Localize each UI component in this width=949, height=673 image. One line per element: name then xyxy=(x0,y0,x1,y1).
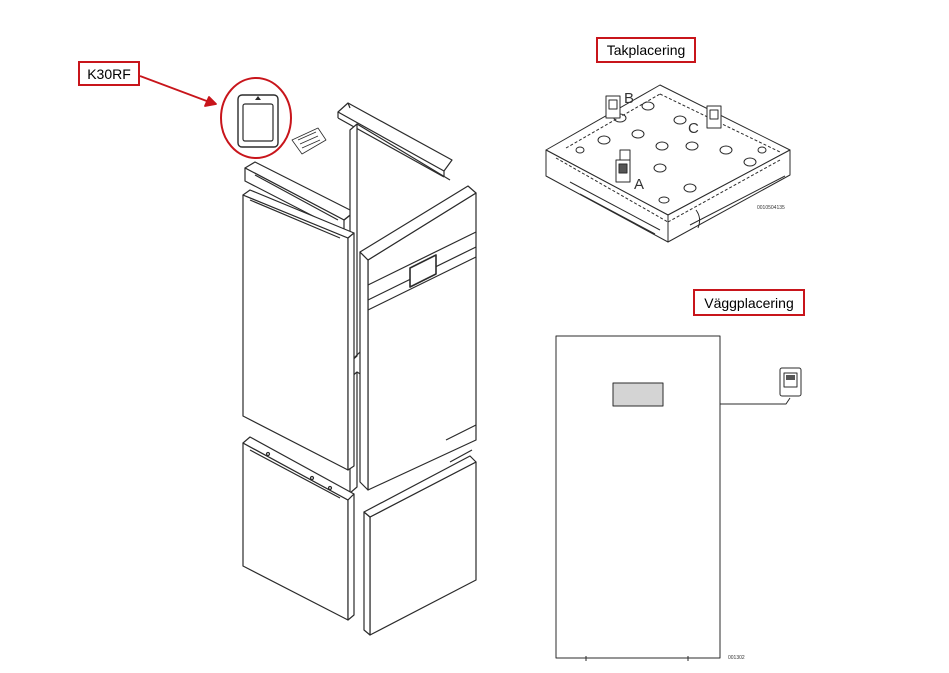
upper-right-door xyxy=(359,185,477,491)
k30rf-highlight-circle xyxy=(220,77,292,159)
lower-left-panel xyxy=(242,436,355,621)
top-trim-front xyxy=(244,161,355,233)
ceiling-placement-drawing xyxy=(545,84,791,243)
sensor-position-c xyxy=(706,105,722,129)
parts-bag xyxy=(291,127,327,155)
k30rf-sensor xyxy=(237,94,279,148)
ceiling-point-b-label: B xyxy=(624,90,634,107)
sensor-position-a xyxy=(615,149,631,183)
ceiling-point-a-label: A xyxy=(634,176,644,193)
wall-placement-drawing xyxy=(555,335,802,661)
ceiling-placement-title: Takplacering xyxy=(596,37,696,63)
wall-drawing-code: 001302 xyxy=(728,655,745,661)
k30rf-label: K30RF xyxy=(78,61,140,86)
wall-placement-title: Väggplacering xyxy=(693,289,805,316)
k30rf-callout-arrow xyxy=(139,75,217,107)
ceiling-drawing-code: 0010504135 xyxy=(757,205,785,211)
sensor-position-b xyxy=(605,95,621,119)
ceiling-point-c-label: C xyxy=(688,120,699,137)
wall-sensor xyxy=(779,367,802,397)
wall-display-panel xyxy=(612,382,664,407)
lower-right-door xyxy=(363,449,477,636)
upper-left-panel xyxy=(242,189,355,471)
